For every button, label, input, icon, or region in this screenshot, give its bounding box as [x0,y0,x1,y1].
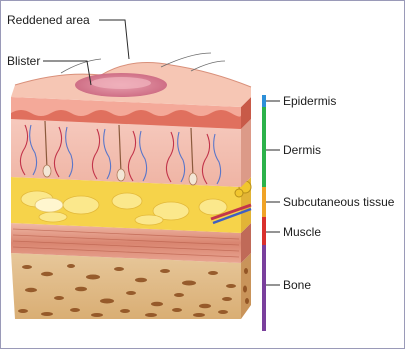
muscle-label: Muscle [283,225,321,239]
dermis-bar [262,107,266,187]
subcutaneous-label: Subcutaneous tissue [283,195,395,209]
bone-bar [262,245,266,331]
layer-legend-bars [262,95,266,331]
legend-ticks [266,101,280,285]
muscle-bar [262,217,266,245]
subcutaneous-bar [262,187,266,217]
dermis-layer [11,119,251,187]
dermis-label: Dermis [283,143,321,157]
epidermis-bar [262,95,266,107]
bone-label: Bone [283,278,311,292]
bone-layer [11,253,251,319]
blister-label: Blister [7,54,40,68]
reddened-area-label: Reddened area [7,13,90,27]
epidermis-label: Epidermis [283,94,336,108]
